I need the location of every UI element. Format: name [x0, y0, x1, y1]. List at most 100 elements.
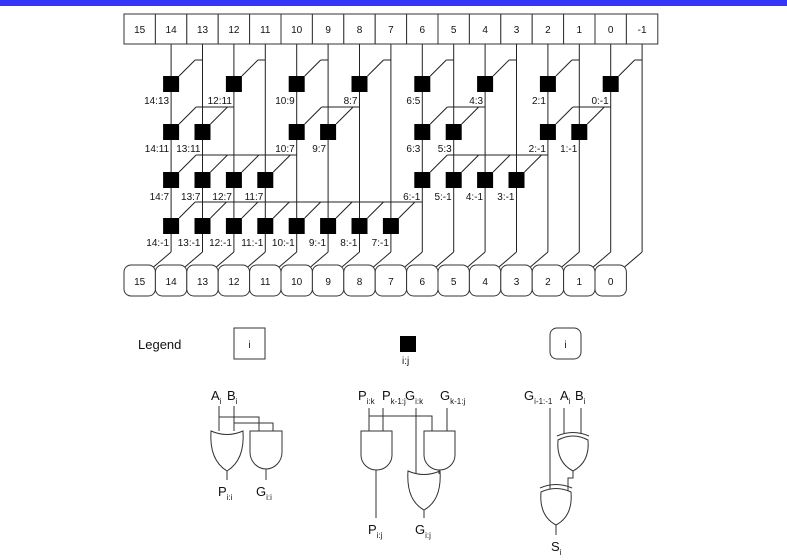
black-cell-square [163, 124, 180, 140]
black-cell-square [539, 124, 556, 140]
cell-input-wire [304, 59, 322, 77]
output-diagonal-wire [434, 251, 455, 269]
cell-input-wire [178, 59, 196, 77]
black-cell: 13:-1 [178, 201, 227, 249]
black-cell-label: 4:-1 [466, 192, 484, 203]
black-cell-square [288, 124, 305, 140]
black-cell: 13:11 [176, 106, 228, 155]
black-cell: 5:-1 [434, 154, 480, 203]
black-cell: 6:3 [406, 106, 448, 155]
pg-input-b: Bi [227, 388, 238, 406]
output-diagonal-wire [152, 251, 172, 269]
cell-input-wire [210, 106, 228, 125]
input-box-frame [625, 13, 659, 45]
cell-input-wire [272, 201, 290, 219]
output-diagonal-wire [497, 251, 517, 269]
black-output-g: Gi:j [415, 522, 431, 540]
output-diagonal-wire [246, 251, 266, 269]
black-cell-label: 0:-1 [591, 96, 609, 107]
input-box-frame [154, 13, 188, 45]
output-diagonal-wire [591, 251, 612, 269]
cell-input-wire [304, 106, 323, 125]
legend-black-cell-label: i:j [402, 356, 409, 367]
black-cell-square [225, 218, 242, 234]
output-box-frame [594, 264, 627, 297]
black-cell: 11:7 [245, 154, 291, 203]
black-cell: 6:5 [406, 59, 447, 107]
black-cell-label: 11:7 [245, 192, 264, 203]
black-cell: 14:13 [144, 59, 196, 107]
black-cell-square [351, 76, 368, 92]
input-box: 12 [217, 13, 251, 45]
input-box: 8 [343, 13, 376, 45]
output-box: 9 [311, 264, 345, 297]
output-box-label: 3 [514, 277, 520, 288]
black-cell-square [163, 76, 180, 92]
output-diagonal-wire [309, 251, 329, 269]
output-box: 0 [594, 264, 627, 297]
input-box-label: 6 [420, 25, 426, 36]
black-cell-label: 9:7 [312, 144, 326, 155]
cell-input-wire [210, 154, 228, 173]
black-input-pik: Pi:k [358, 388, 376, 406]
black-cell-square [539, 76, 556, 92]
black-cell-label: 7:-1 [372, 238, 390, 249]
output-box-label: 9 [325, 277, 331, 288]
input-box-label: 8 [357, 25, 363, 36]
cell-input-wire [335, 106, 354, 125]
input-box: 10 [280, 13, 313, 45]
black-cell-square [414, 172, 431, 188]
black-cell-label: 2:1 [532, 96, 546, 107]
xor-gate-icon [540, 488, 572, 526]
black-cell-square [571, 124, 588, 140]
cell-input-wire [555, 59, 573, 77]
black-cell-square [288, 76, 305, 92]
legend-black-cell: i:j [400, 336, 416, 367]
input-box-frame [563, 13, 596, 45]
black-cell-label: 10:-1 [272, 238, 295, 249]
input-box-label: 7 [388, 25, 394, 36]
sum-input-g: Gi-1:-1 [524, 388, 553, 406]
black-cell-square [414, 124, 431, 140]
black-cell-square [257, 218, 274, 234]
output-box: 8 [343, 264, 376, 297]
input-box: 5 [437, 13, 470, 45]
input-box: 13 [186, 13, 219, 45]
input-box: 4 [468, 13, 502, 45]
or-gate-icon [407, 470, 441, 511]
black-cell: 2:1 [532, 59, 573, 107]
output-diagonal-wire [403, 251, 423, 269]
legend-output-box-label: i [564, 340, 566, 351]
black-cell-square [351, 218, 368, 234]
output-diagonal-wire [340, 251, 360, 269]
output-box-label: 1 [577, 277, 583, 288]
black-cell: 10:9 [275, 59, 322, 107]
input-box: 15 [123, 13, 156, 45]
input-box-label: 0 [608, 25, 614, 36]
output-diagonal-wire [371, 251, 392, 269]
output-diagonal-wire [528, 251, 549, 269]
black-cell-square [508, 172, 525, 188]
legend-input-box: i [233, 327, 266, 360]
cell-input-wire [272, 154, 291, 173]
black-cell-square [445, 124, 462, 140]
black-input-gik: Gi:k [405, 388, 424, 406]
black-cell-label: 3:-1 [497, 192, 515, 203]
black-cell-label: 13:-1 [178, 238, 201, 249]
output-box-label: 8 [357, 277, 363, 288]
cell-input-wire [398, 201, 416, 219]
input-box: 3 [500, 13, 533, 45]
black-cell: 1:-1 [560, 106, 605, 155]
black-cell-square [194, 218, 211, 234]
black-cell-label: 6:5 [406, 96, 420, 107]
cell-input-wire [429, 59, 447, 77]
black-cell-label: 13:11 [176, 144, 201, 155]
input-box-label: 3 [514, 25, 520, 36]
output-box-label: 10 [291, 277, 303, 288]
black-cell-square [225, 172, 242, 188]
black-cell: 12:-1 [209, 201, 259, 249]
